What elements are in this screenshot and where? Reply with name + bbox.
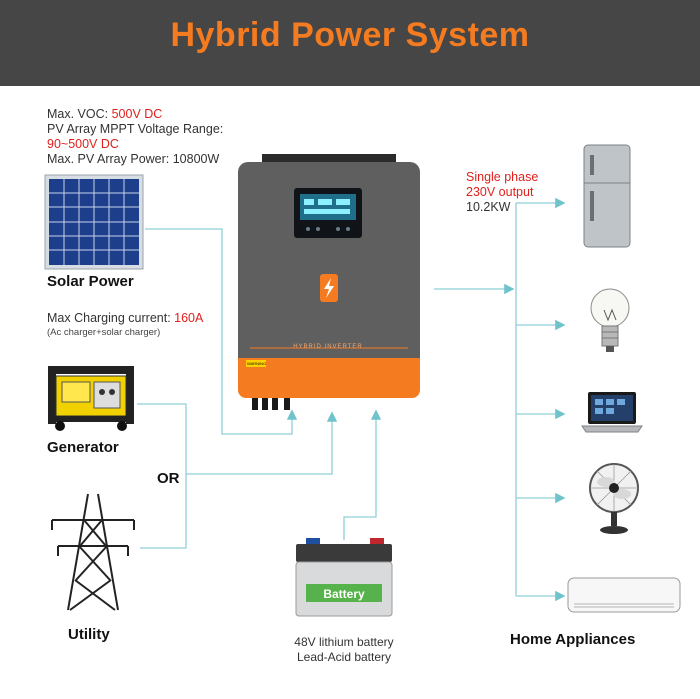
- battery-icon: [295, 538, 393, 617]
- battery-line-1: 48V lithium battery: [294, 635, 394, 649]
- output-line-2: 230V output: [466, 185, 534, 199]
- inverter-warning-sticker: WARNING: [247, 361, 267, 366]
- utility-label: Utility: [68, 626, 110, 643]
- inverter-body: [238, 154, 420, 410]
- battery-caption: 48V lithium battery Lead-Acid battery: [272, 635, 416, 665]
- solar-line: [145, 228, 298, 435]
- generator-icon: [48, 366, 134, 431]
- inverter-model-text: HYBRID INVERTER: [293, 344, 363, 350]
- voc-value: 500V DC: [111, 107, 163, 121]
- voc-label: Max. VOC:: [47, 107, 109, 121]
- gen-util-merge-line: [186, 411, 338, 475]
- charging-spec: Max Charging current: 160A: [47, 311, 203, 326]
- light-bulb-icon: [590, 288, 630, 352]
- solar-panel-icon: [44, 174, 144, 270]
- inverter-unit: WARNING HYBRID INVERTER: [238, 154, 420, 410]
- generator-label: Generator: [47, 439, 119, 456]
- charging-note: (Ac charger+solar charger): [47, 327, 161, 338]
- battery-sticker: Battery: [323, 587, 365, 601]
- generator-line: [137, 403, 187, 549]
- output-line-1: Single phase: [466, 170, 539, 184]
- output-spec: Single phase 230V output 10.2KW: [466, 170, 538, 215]
- battery-line-2: Lead-Acid battery: [296, 650, 392, 664]
- pv-power-line: Max. PV Array Power: 10800W: [47, 152, 220, 166]
- or-label: OR: [157, 470, 180, 487]
- mppt-value: 90~500V DC: [47, 137, 119, 151]
- air-conditioner-icon: [567, 577, 681, 613]
- solar-label: Solar Power: [47, 273, 134, 290]
- charging-value: 160A: [174, 311, 204, 325]
- header-bar: Hybrid Power System: [0, 0, 700, 86]
- battery-line: [343, 409, 382, 540]
- appliances-label: Home Appliances: [510, 631, 636, 648]
- utility-tower-icon: [51, 493, 135, 611]
- page-title: Hybrid Power System: [170, 16, 530, 54]
- pv-specs: Max. VOC: 500V DC PV Array MPPT Voltage …: [47, 107, 277, 167]
- charging-label: Max Charging current:: [47, 311, 171, 325]
- mppt-label: PV Array MPPT Voltage Range:: [47, 122, 224, 136]
- laptop-icon: [581, 392, 643, 433]
- output-line-3: 10.2KW: [466, 200, 511, 214]
- fan-icon: [589, 463, 639, 534]
- refrigerator-icon: [583, 144, 631, 248]
